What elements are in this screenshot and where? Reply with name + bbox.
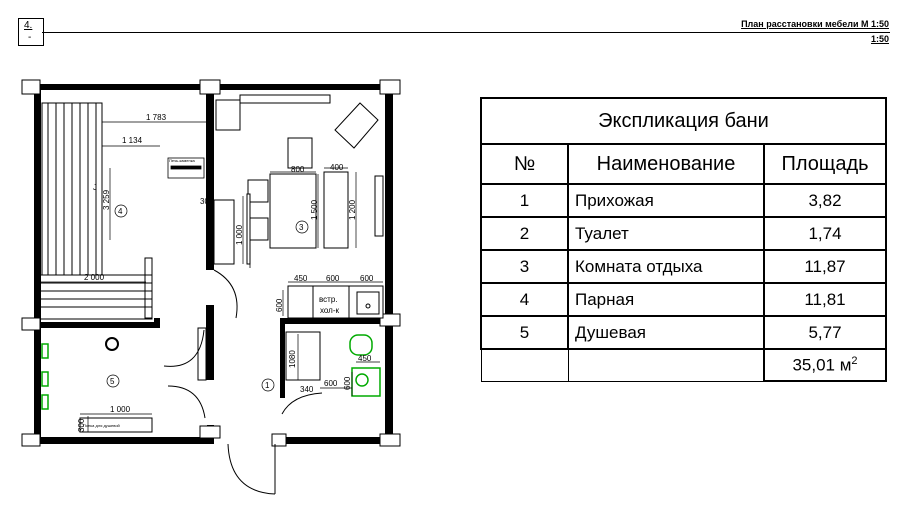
- dim-3259: 3 259: [102, 189, 111, 210]
- row-no: 1: [480, 183, 569, 218]
- dim-2000: 2 000: [84, 273, 105, 282]
- room-markers: [106, 204, 309, 392]
- shower-bench-label: Полка для душевой: [83, 423, 120, 428]
- room-5-label: 5: [110, 377, 115, 386]
- row-name: Туалет: [567, 216, 765, 251]
- dim-1783: 1 783: [146, 113, 167, 122]
- rest-room-furniture: [213, 94, 384, 265]
- total-empty-1: [480, 348, 569, 382]
- row-area: 11,87: [763, 249, 887, 284]
- total-row: 35,01 м2: [480, 348, 887, 382]
- sheet-dash: -: [28, 32, 32, 43]
- col-header-area: Площадь: [763, 143, 887, 185]
- dim-30: 30: [200, 197, 209, 206]
- dim-600a: 600: [326, 274, 340, 283]
- total-value: 35,01 м: [792, 355, 852, 375]
- room-4-label: 4: [118, 207, 123, 216]
- doors: [163, 269, 323, 495]
- dim-300: 300: [77, 418, 86, 432]
- col-header-name: Наименование: [567, 143, 765, 185]
- fridge-label-2: хол-к: [320, 306, 340, 315]
- table-row: 5 Душевая 5,77: [480, 315, 887, 350]
- dim-800: 800: [291, 165, 305, 174]
- table-row: 4 Парная 11,81: [480, 282, 887, 317]
- kitchenette: [287, 285, 384, 319]
- dim-1000b: 1 000: [110, 405, 131, 414]
- row-no: 2: [480, 216, 569, 251]
- log-ends: [21, 79, 401, 447]
- row-area: 3,82: [763, 183, 887, 218]
- steam-bench: [39, 102, 153, 320]
- table-row: 1 Прихожая 3,82: [480, 183, 887, 218]
- bench-glyph: J: [93, 183, 97, 192]
- row-name: Комната отдыха: [567, 249, 765, 284]
- sheet-number: 4.: [24, 20, 33, 31]
- room-1-label: 1: [265, 381, 270, 390]
- dim-600d: 600: [324, 379, 338, 388]
- table-row: 2 Туалет 1,74: [480, 216, 887, 251]
- corridor-cabinet: [197, 327, 207, 381]
- row-area: 11,81: [763, 282, 887, 317]
- cabinet: [285, 331, 321, 381]
- row-area: 1,74: [763, 216, 887, 251]
- fridge-label: встр.: [319, 295, 338, 304]
- dim-1200: 1 200: [348, 199, 357, 220]
- shower-fixtures: [41, 343, 49, 410]
- dim-1134: 1 134: [122, 136, 143, 145]
- table-title: Экспликация бани: [480, 97, 887, 145]
- total-area: 35,01 м2: [763, 348, 887, 382]
- row-no: 5: [480, 315, 569, 350]
- sheet-scale: 1:50: [870, 34, 889, 44]
- dim-450b: 450: [358, 354, 372, 363]
- row-name: Прихожая: [567, 183, 765, 218]
- row-no: 4: [480, 282, 569, 317]
- row-name: Душевая: [567, 315, 765, 350]
- dim-1080: 1080: [288, 350, 297, 368]
- row-name: Парная: [567, 282, 765, 317]
- col-header-no: №: [480, 143, 569, 185]
- dim-600c: 600: [275, 298, 284, 312]
- dim-340: 340: [300, 385, 314, 394]
- dim-400: 400: [330, 163, 344, 172]
- shower-bench: [79, 417, 153, 433]
- sheet-title: План расстановки мебели М 1:50: [741, 19, 889, 29]
- header-rule: [42, 32, 890, 33]
- dim-450a: 450: [294, 274, 308, 283]
- explication-table: Экспликация бани № Наименование Площадь …: [480, 97, 887, 382]
- total-empty-2: [567, 348, 765, 382]
- dimension-lines: [40, 121, 383, 432]
- table-row: 3 Комната отдыха 11,87: [480, 249, 887, 284]
- stove-label: Печь-каменка: [169, 158, 196, 163]
- dim-600e: 600: [343, 376, 352, 390]
- stove: [167, 157, 205, 179]
- dim-1500: 1 500: [310, 199, 319, 220]
- row-no: 3: [480, 249, 569, 284]
- room-3-label: 3: [299, 223, 304, 232]
- bathroom-fixtures: [349, 334, 381, 397]
- drain: [105, 337, 119, 351]
- dim-1000a: 1 000: [235, 224, 244, 245]
- dim-600b: 600: [360, 274, 374, 283]
- row-area: 5,77: [763, 315, 887, 350]
- total-unit-sup: 2: [851, 354, 858, 367]
